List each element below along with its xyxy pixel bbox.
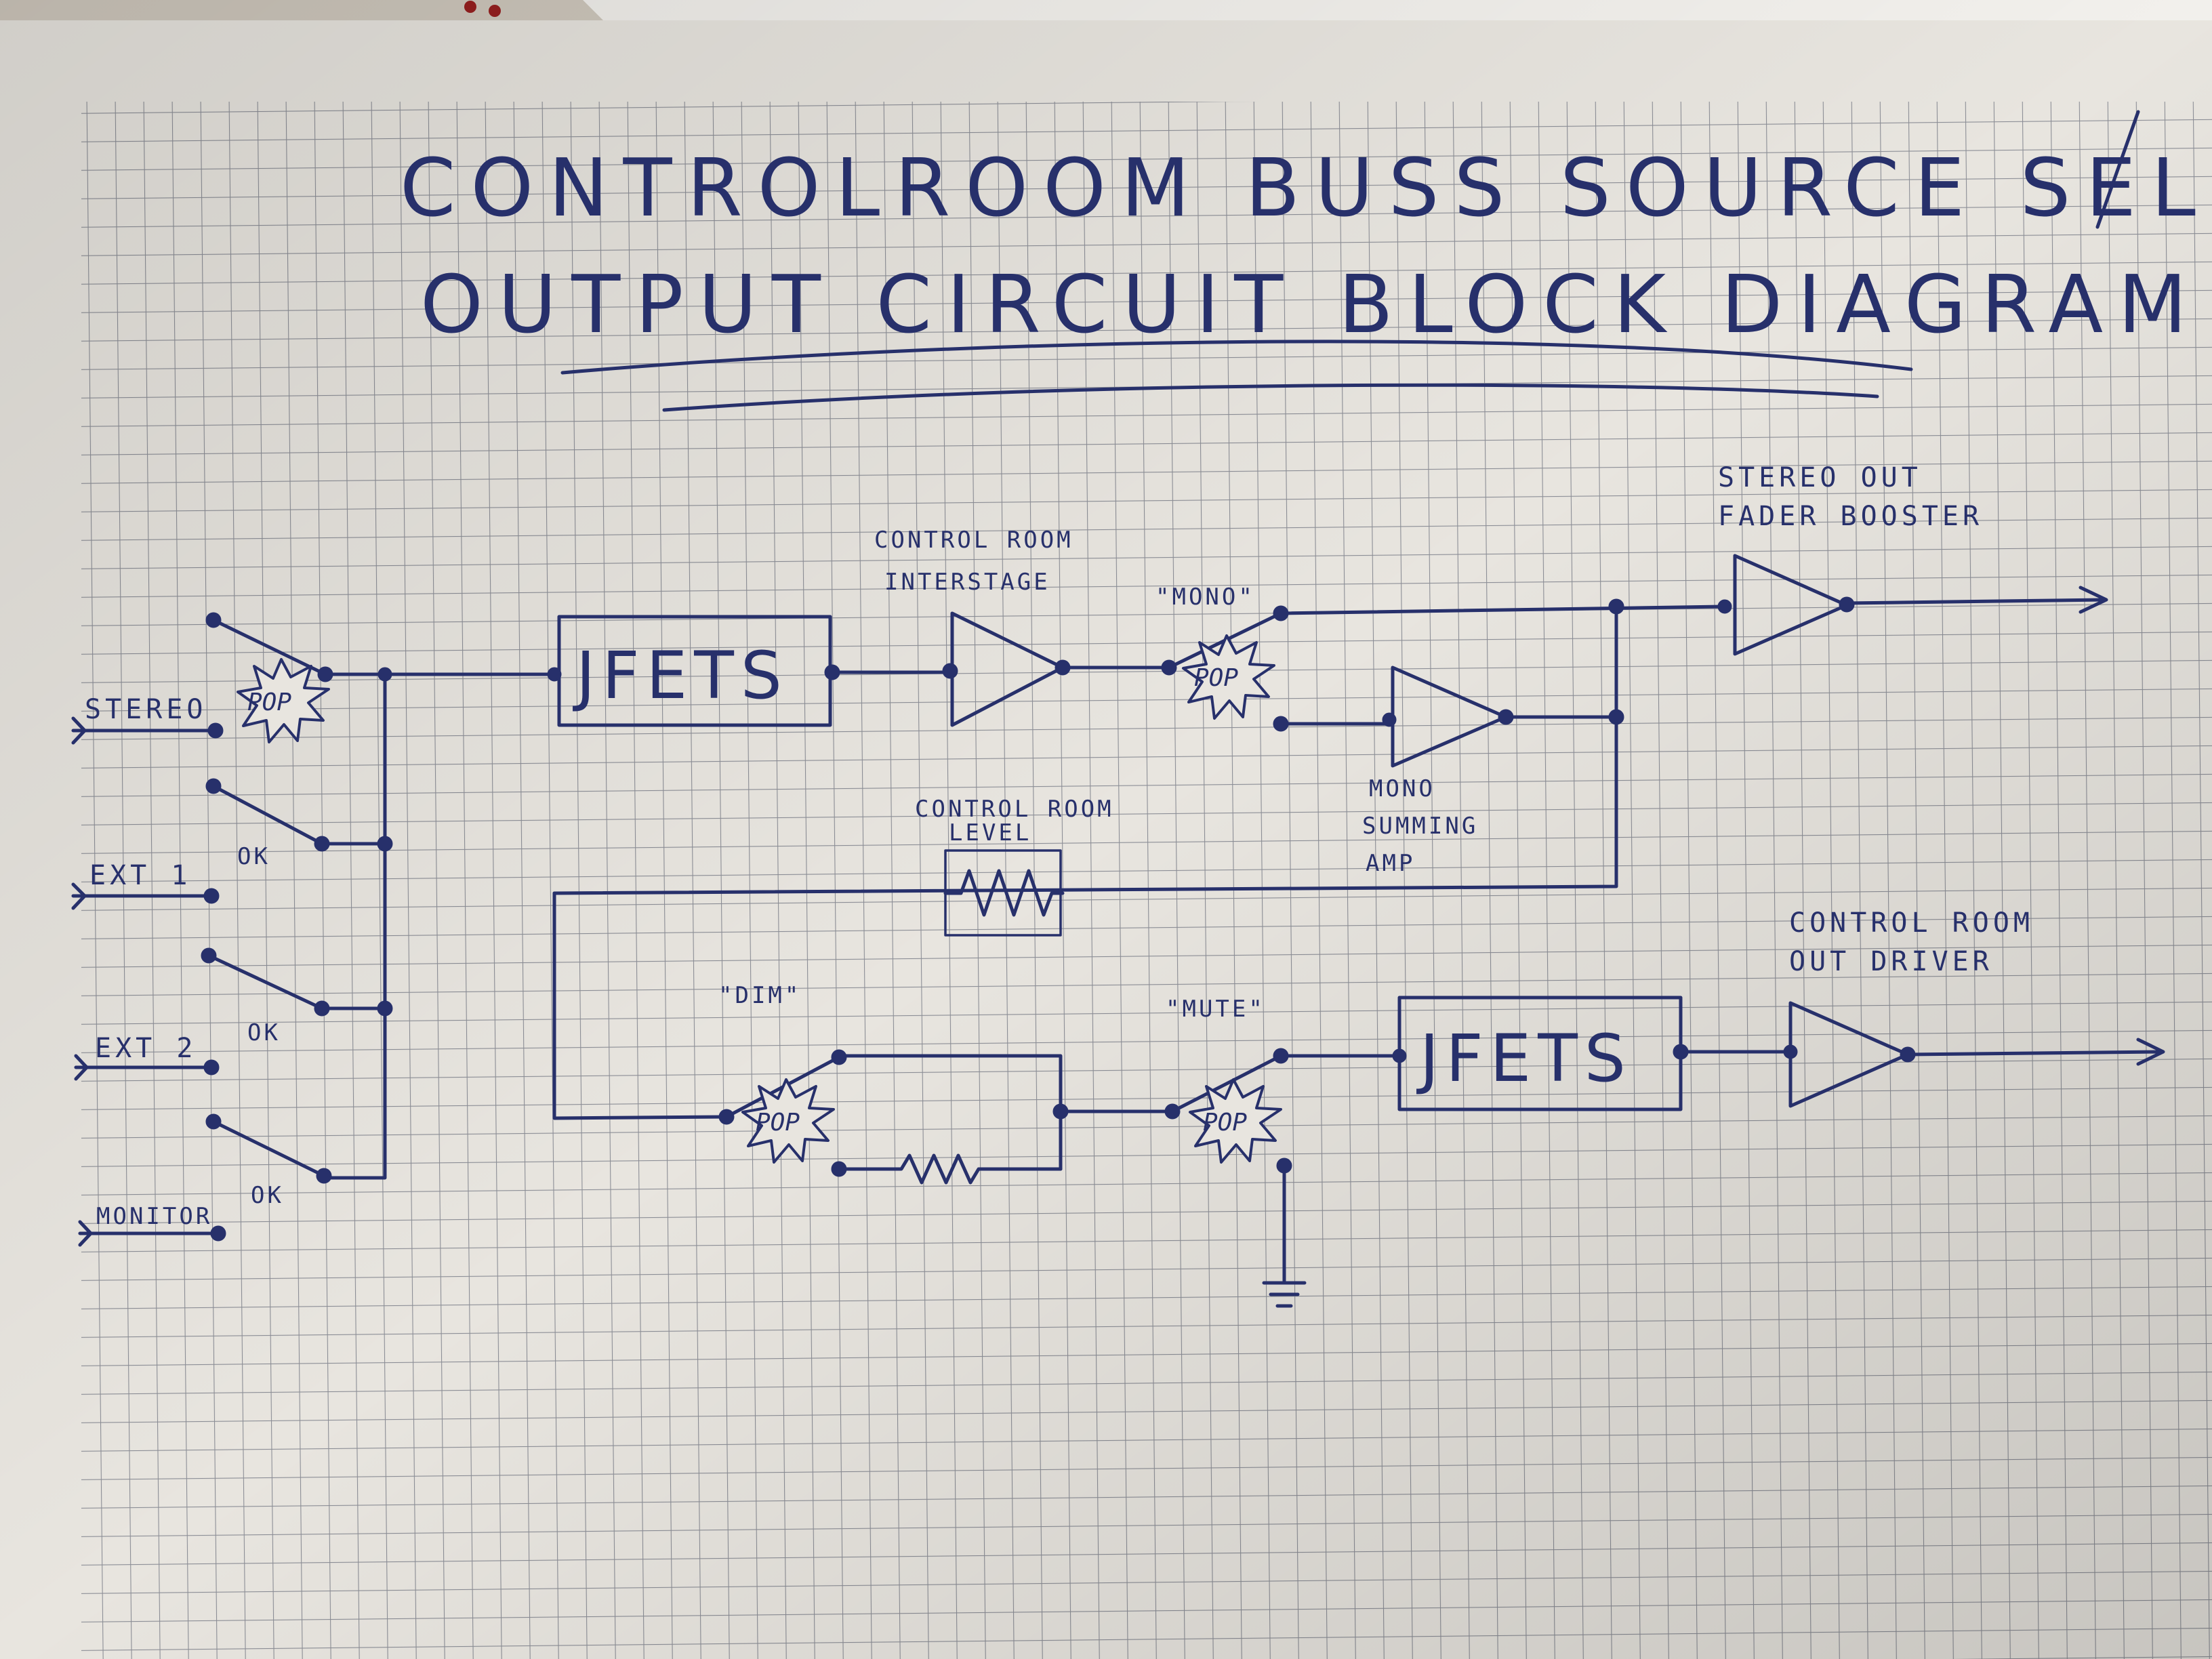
input-line-monitor [78,1220,220,1247]
switch-ext2-arm [207,954,324,1010]
mono-switch-label: "MONO" [1155,583,1255,611]
title-slash [2095,110,2140,229]
mono-amp-label: SUMMING [1362,813,1478,840]
input-line-ext1 [71,882,213,910]
input-label-stereo: STEREO [85,694,207,725]
switch-contacts [201,612,393,1242]
ground-icon [1262,1281,1307,1308]
booster-label: FADER BOOSTER [1718,501,1983,532]
jfets-label-bottom: JFETS [1416,1021,1633,1097]
pop-note-mono: POP [1194,664,1238,692]
wire-level-to-dim [552,891,727,1120]
corner-mark [489,5,501,17]
ok-note-monitor: OK [251,1182,284,1209]
wire-dim-direct [837,1054,1063,1171]
input-label-ext2: EXT 2 [95,1033,197,1064]
dim-switch-label: "DIM" [718,982,801,1009]
ok-note-ext2: OK [247,1019,281,1046]
junction-dots [547,596,1916,1177]
interstage-label: CONTROL ROOM [874,527,1073,554]
input-bus [322,672,387,1180]
out-driver-label: CONTROL ROOM [1789,907,2034,939]
title-line-1: CONTROLROOM BUSS SOURCE SELECT/ [400,141,2212,234]
dim-resistor [837,1153,1063,1185]
booster-amp-triangle [1733,554,1849,656]
level-label: CONTROL ROOM [915,796,1114,823]
title-line-2: OUTPUT CIRCUIT BLOCK DIAGRAM [420,258,2202,351]
mono-amp-label: AMP [1366,850,1415,877]
input-line-stereo [71,716,218,745]
input-label-monitor: MONITOR [96,1203,212,1230]
pop-note-dim: POP [756,1109,800,1136]
wire-right-bus [552,605,1618,895]
out-driver-label: OUT DRIVER [1789,946,1993,977]
switch-monitor-arm [211,1120,326,1178]
control-room-out-arrow [1906,1038,2165,1066]
switch-stereo-arm [211,618,327,676]
pop-note-stereo: POP [247,689,291,716]
pop-note-mute: POP [1203,1109,1247,1136]
mute-switch-arm [1170,1054,1283,1113]
wire-mono-to-booster [1279,605,1727,615]
level-resistor [943,869,1065,917]
mute-switch-label: "MUTE" [1166,996,1265,1023]
corner-mark [464,1,476,13]
input-label-ext1: EXT 1 [89,860,191,891]
jfets-label-top: JFETS [573,638,789,714]
interstage-label: INTERSTAGE [884,569,1050,596]
switch-ext1-arm [211,784,324,846]
title-underline [662,383,1879,412]
title-underline [560,340,1913,375]
ok-note-ext1: OK [237,843,270,870]
mono-amp-label: MONO [1369,775,1435,802]
level-label: LEVEL [949,819,1031,846]
input-line-ext2 [74,1054,213,1081]
booster-label: STEREO OUT [1718,462,1922,493]
stereo-out-arrow [1845,586,2108,614]
